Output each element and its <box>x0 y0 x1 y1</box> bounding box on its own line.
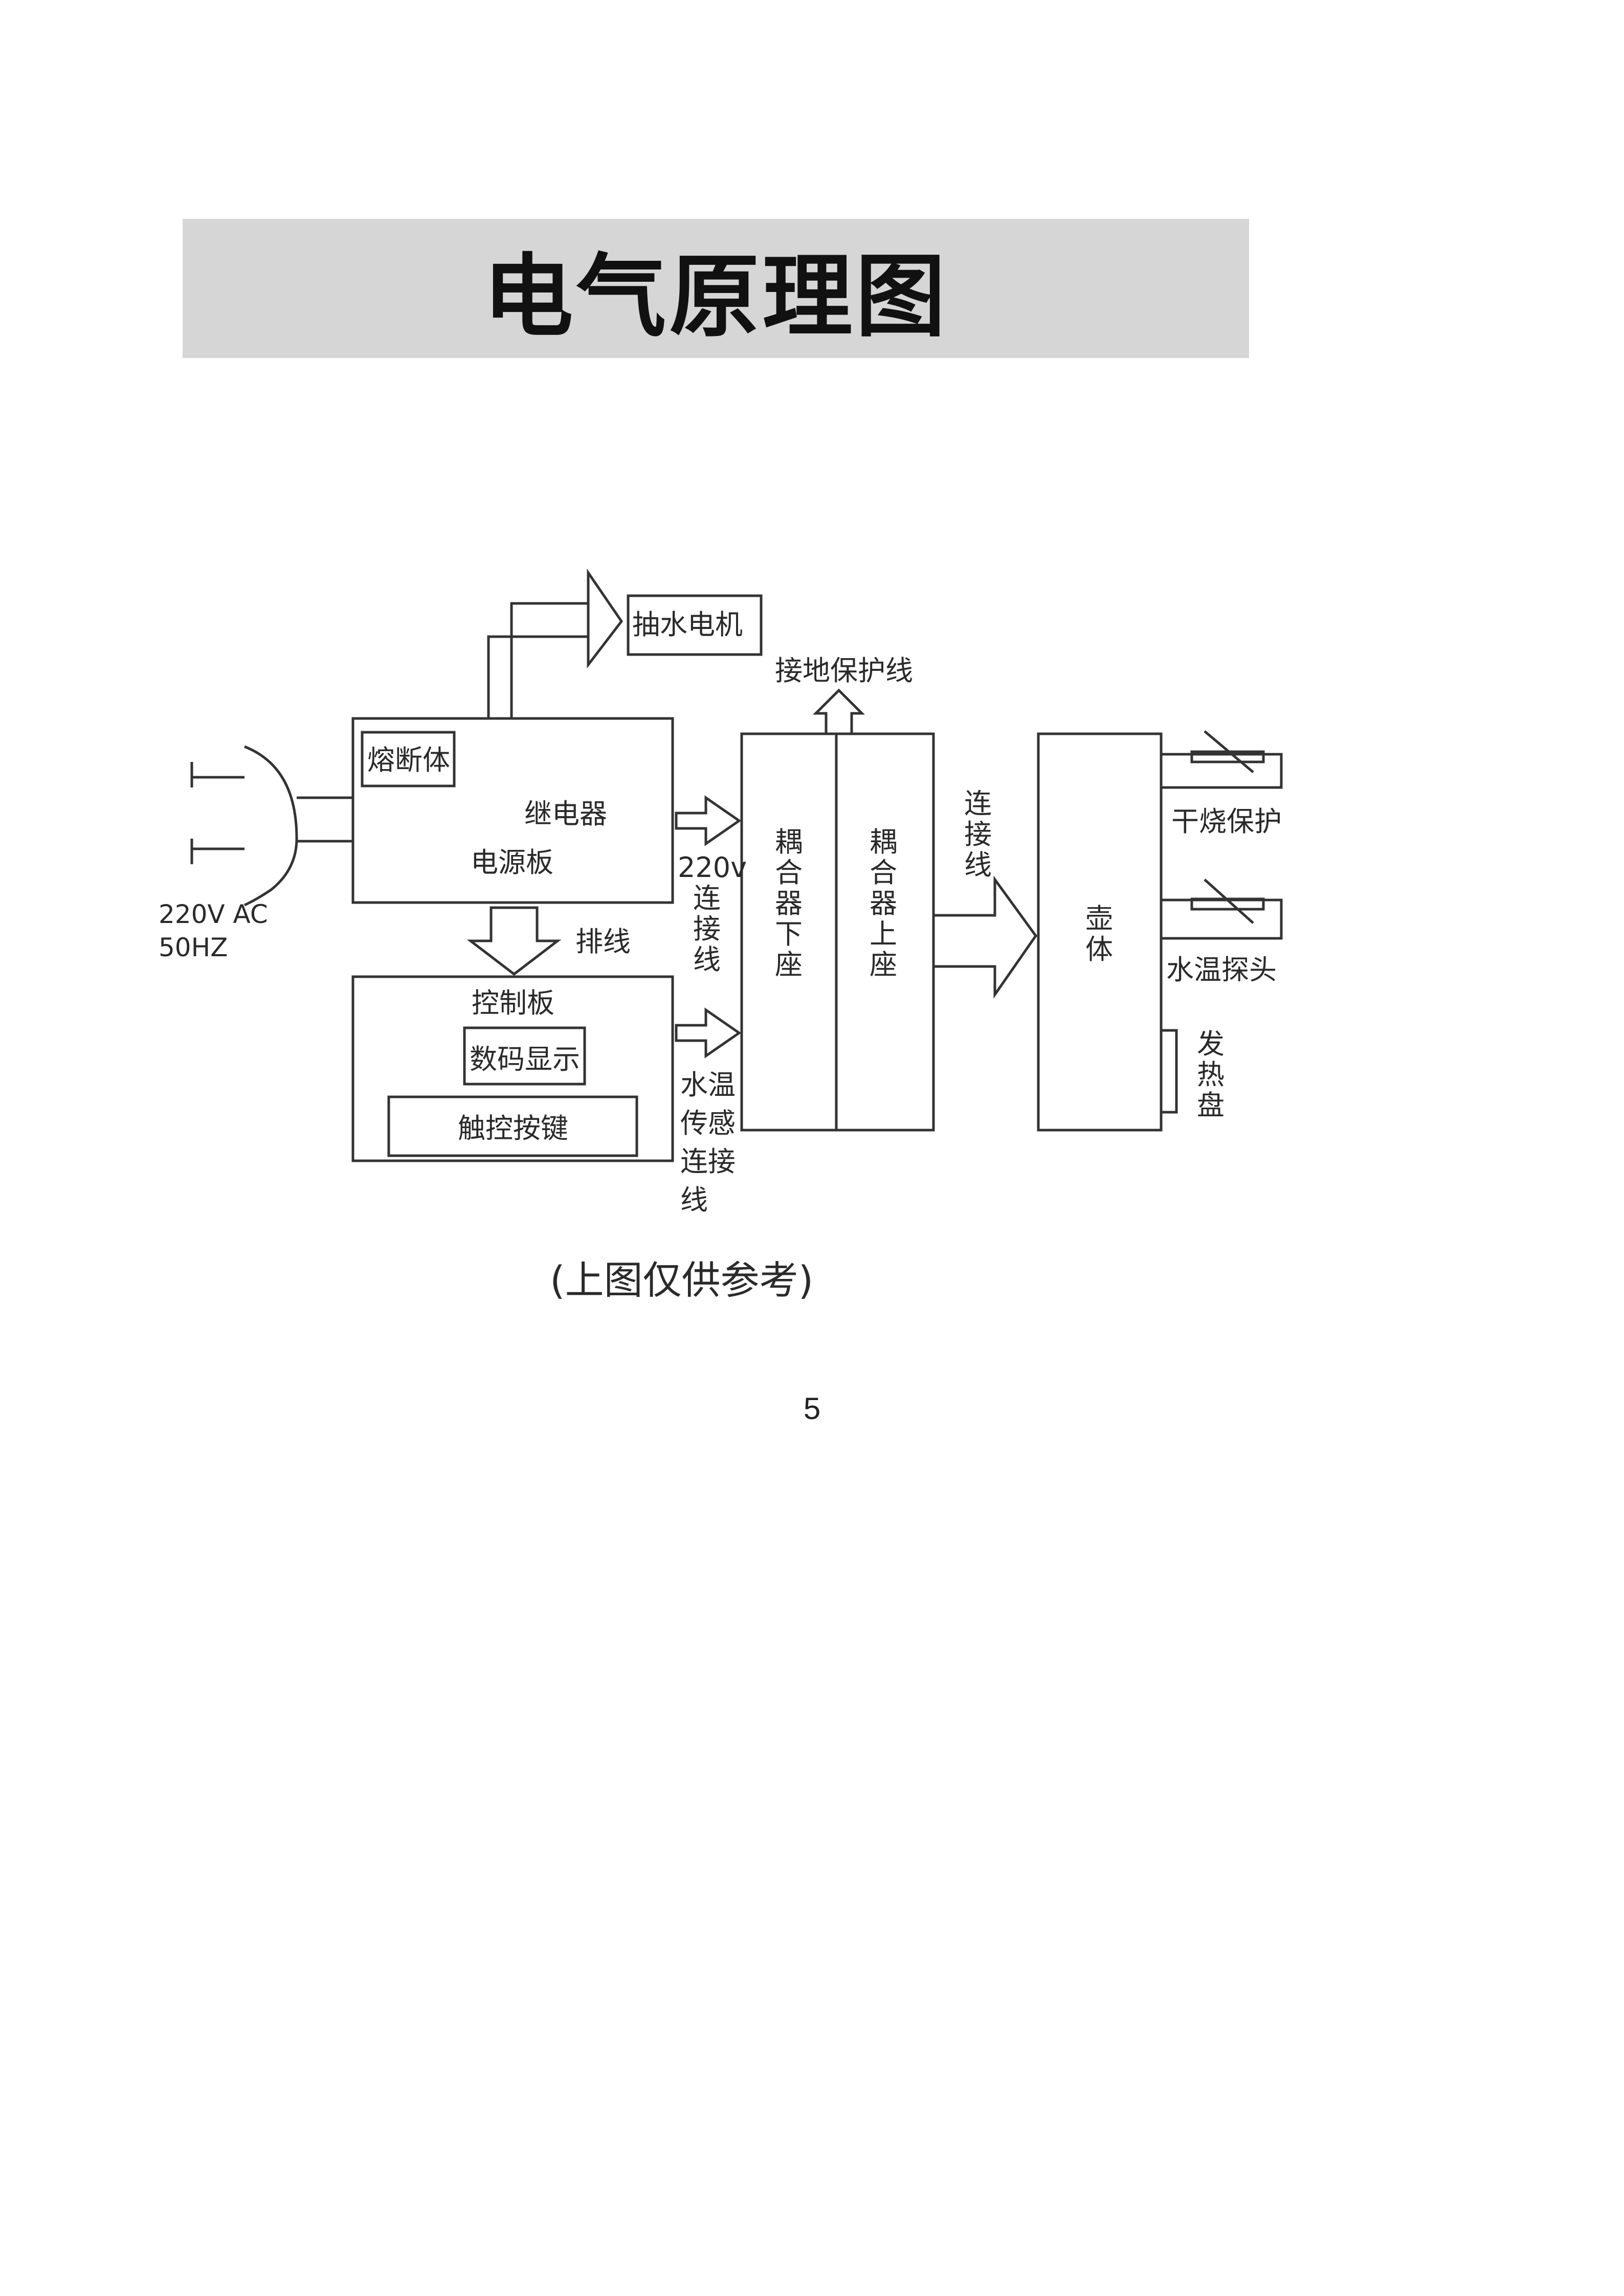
title-banner: 电气原理图 <box>183 219 1249 358</box>
conn-220v-label-4: 线 <box>693 943 721 976</box>
water-temp-probe-label: 水温探头 <box>1166 954 1277 986</box>
kettle-body-2: 体 <box>1085 933 1113 965</box>
fuse-box <box>361 731 456 787</box>
display-box <box>463 1026 586 1086</box>
dry-burn-label: 干烧保护 <box>1171 805 1282 838</box>
conn-220v-arrow <box>675 795 742 846</box>
input-label-1: 220V AC <box>159 899 268 929</box>
control-board-box <box>351 975 674 1162</box>
sensor-wire-label-2: 传感 <box>680 1107 736 1139</box>
heating-plate-3: 盘 <box>1197 1089 1225 1121</box>
connecting-wire-1: 连 <box>964 787 992 820</box>
page-number: 5 <box>803 1391 821 1426</box>
connecting-wire-arrow <box>933 875 1038 999</box>
ribbon-cable-label: 排线 <box>575 926 631 958</box>
dry-burn-loop <box>1161 753 1283 789</box>
touch-keys-label: 触控按键 <box>458 1112 568 1144</box>
coupler-lower-1: 耦 <box>775 826 803 858</box>
coupler-upper-box <box>835 732 935 1132</box>
heating-plate-2: 热 <box>1197 1059 1225 1091</box>
probe-diagonal <box>1204 879 1254 924</box>
conn-220v-label-2: 连 <box>693 882 721 914</box>
coupler-upper-5: 座 <box>870 949 897 981</box>
heating-plate-symbol <box>1160 1029 1178 1114</box>
pump-motor-arrow <box>487 568 624 718</box>
coupler-upper-1: 耦 <box>870 826 897 858</box>
display-label: 数码显示 <box>470 1043 580 1075</box>
ground-wire-arrow <box>812 688 865 734</box>
coupler-lower-3: 器 <box>775 887 803 919</box>
touch-keys-box <box>387 1095 638 1157</box>
kettle-body-box <box>1037 732 1163 1132</box>
heating-plate-1: 发 <box>1197 1028 1225 1060</box>
kettle-body-1: 壶 <box>1085 903 1113 935</box>
conn-220v-label-1: 220v <box>678 851 747 884</box>
plug-symbol <box>243 745 298 907</box>
control-board-label: 控制板 <box>472 987 554 1019</box>
diagram-caption: (上图仅供参考) <box>550 1257 813 1303</box>
ribbon-cable-arrow <box>466 906 562 976</box>
connecting-wire-3: 线 <box>964 849 992 881</box>
sensor-wire-label-3: 连接 <box>680 1145 736 1178</box>
sensor-wire-label-4: 线 <box>680 1184 708 1216</box>
dry-burn-diagonal <box>1204 730 1254 773</box>
connecting-wire-2: 接 <box>964 818 992 850</box>
relay-label: 继电器 <box>524 798 607 830</box>
coupler-upper-2: 合 <box>870 857 897 889</box>
sensor-wire-arrow <box>675 1007 742 1059</box>
coupler-upper-3: 器 <box>870 887 897 919</box>
conn-220v-label-3: 接 <box>693 913 721 945</box>
power-board-label: 电源板 <box>471 846 553 879</box>
fuse-label: 熔断体 <box>367 744 450 776</box>
pump-motor-box <box>627 594 763 656</box>
ground-wire-label: 接地保护线 <box>775 655 913 687</box>
coupler-lower-5: 座 <box>775 949 803 981</box>
coupler-upper-4: 上 <box>870 918 897 950</box>
pump-motor-label: 抽水电机 <box>632 609 743 641</box>
coupler-lower-4: 下 <box>775 918 803 950</box>
sensor-wire-label-1: 水温 <box>680 1069 736 1101</box>
input-label-2: 50HZ <box>159 933 228 962</box>
page-title: 电气原理图 <box>483 244 949 349</box>
coupler-lower-2: 合 <box>775 857 803 889</box>
